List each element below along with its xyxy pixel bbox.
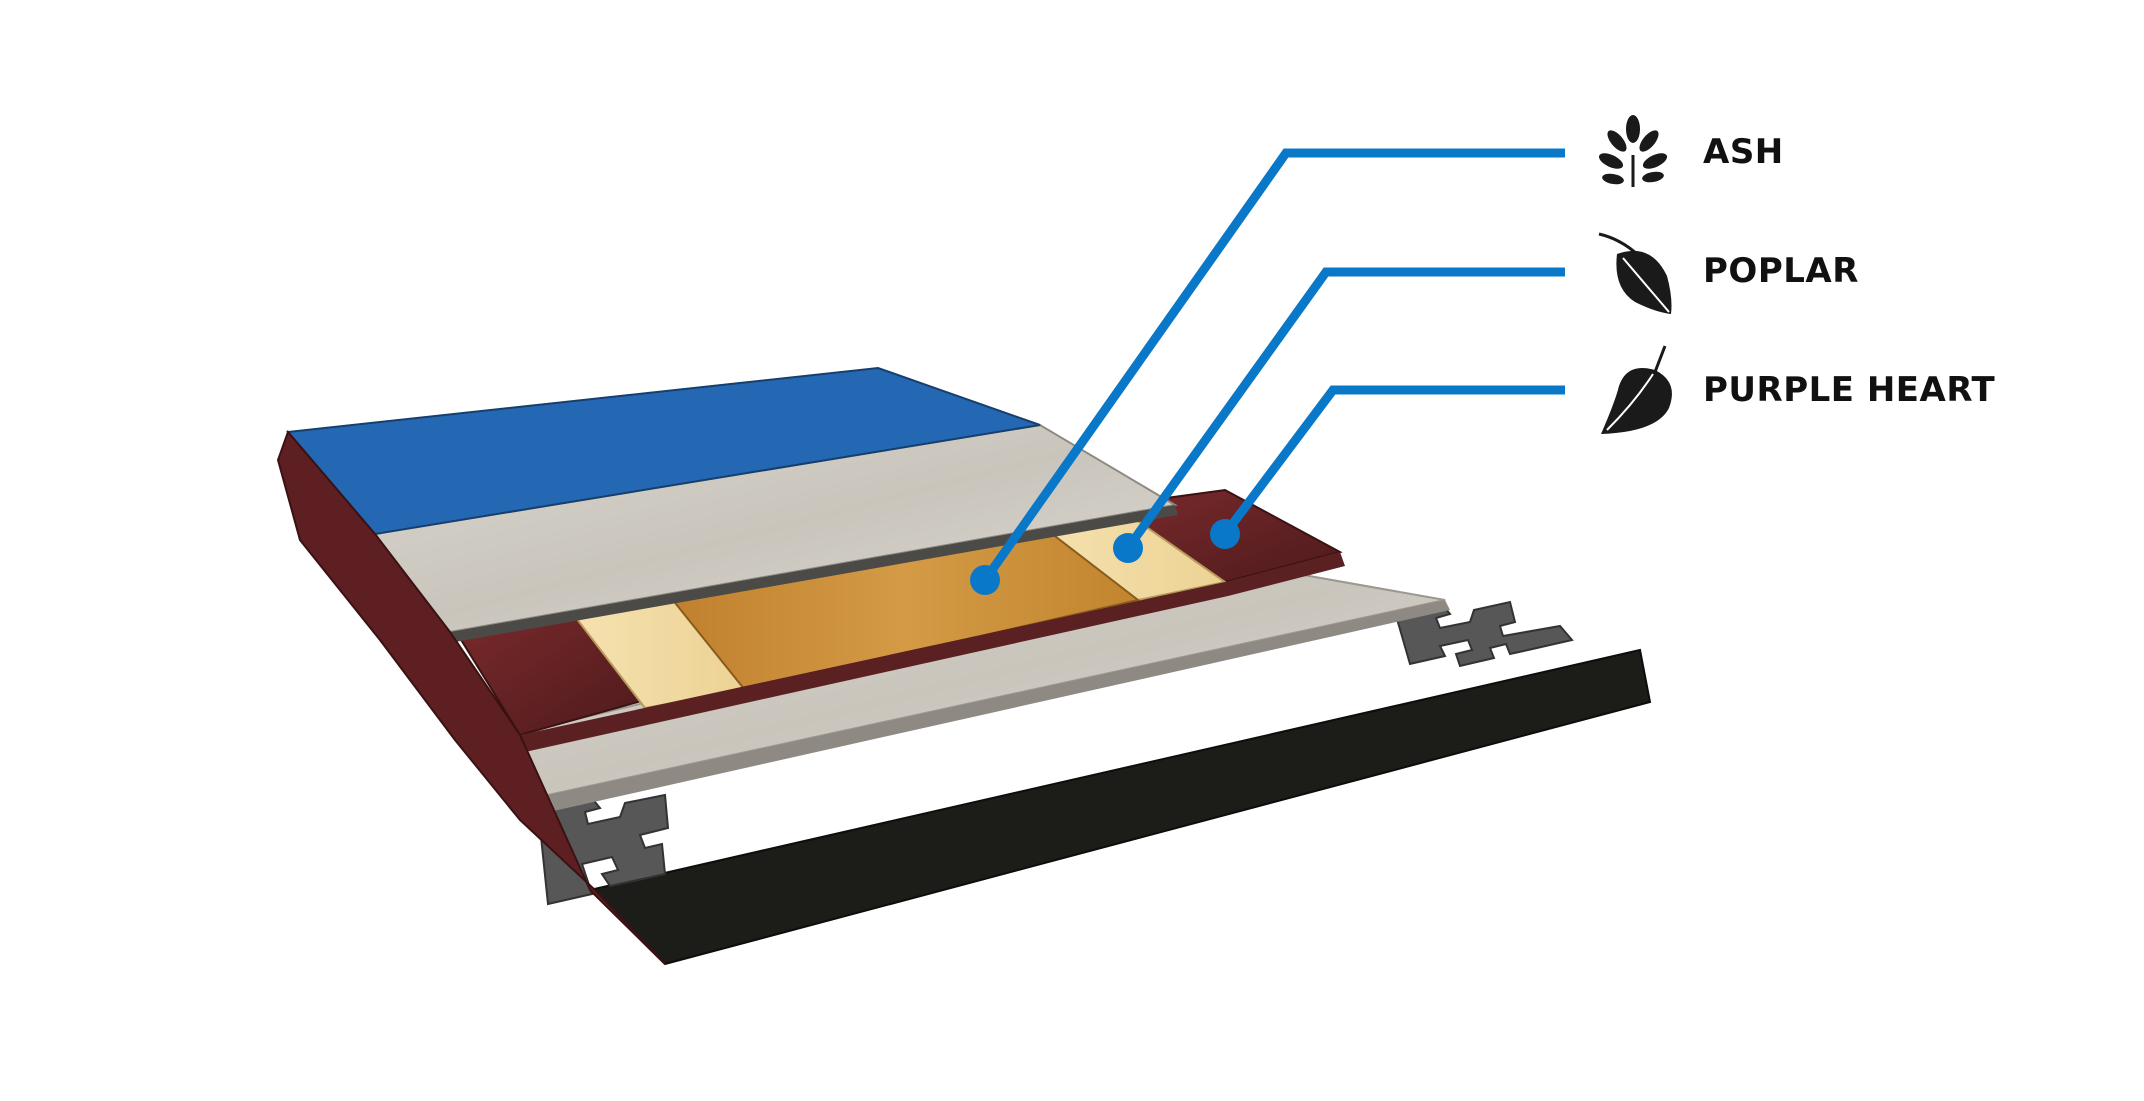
legend-label-ash: ASH — [1703, 132, 1784, 172]
upper-concrete-edge — [450, 505, 1178, 642]
ash-leaf-icon — [1598, 115, 1668, 187]
connector-right — [1393, 600, 1574, 668]
purple-heart-side-edge — [276, 430, 666, 965]
poplar-leader-line — [1124, 267, 1565, 551]
lower-edge — [525, 600, 1450, 814]
purple-heart-leader-dot — [1210, 519, 1240, 549]
heart-leaf-icon — [1601, 345, 1672, 434]
purple-heart-leader-line — [1221, 385, 1565, 537]
poplar-leader-dot — [1113, 533, 1143, 563]
wood-front-face — [520, 552, 1345, 752]
poplar-leaf-icon — [1598, 232, 1672, 314]
ash-leader-dot — [970, 565, 1000, 595]
ash-leader-line — [981, 148, 1565, 583]
connector-left — [536, 793, 670, 906]
legend-label-purple-heart: PURPLE HEART — [1703, 370, 1996, 410]
legend-label-poplar: POPLAR — [1703, 251, 1859, 291]
